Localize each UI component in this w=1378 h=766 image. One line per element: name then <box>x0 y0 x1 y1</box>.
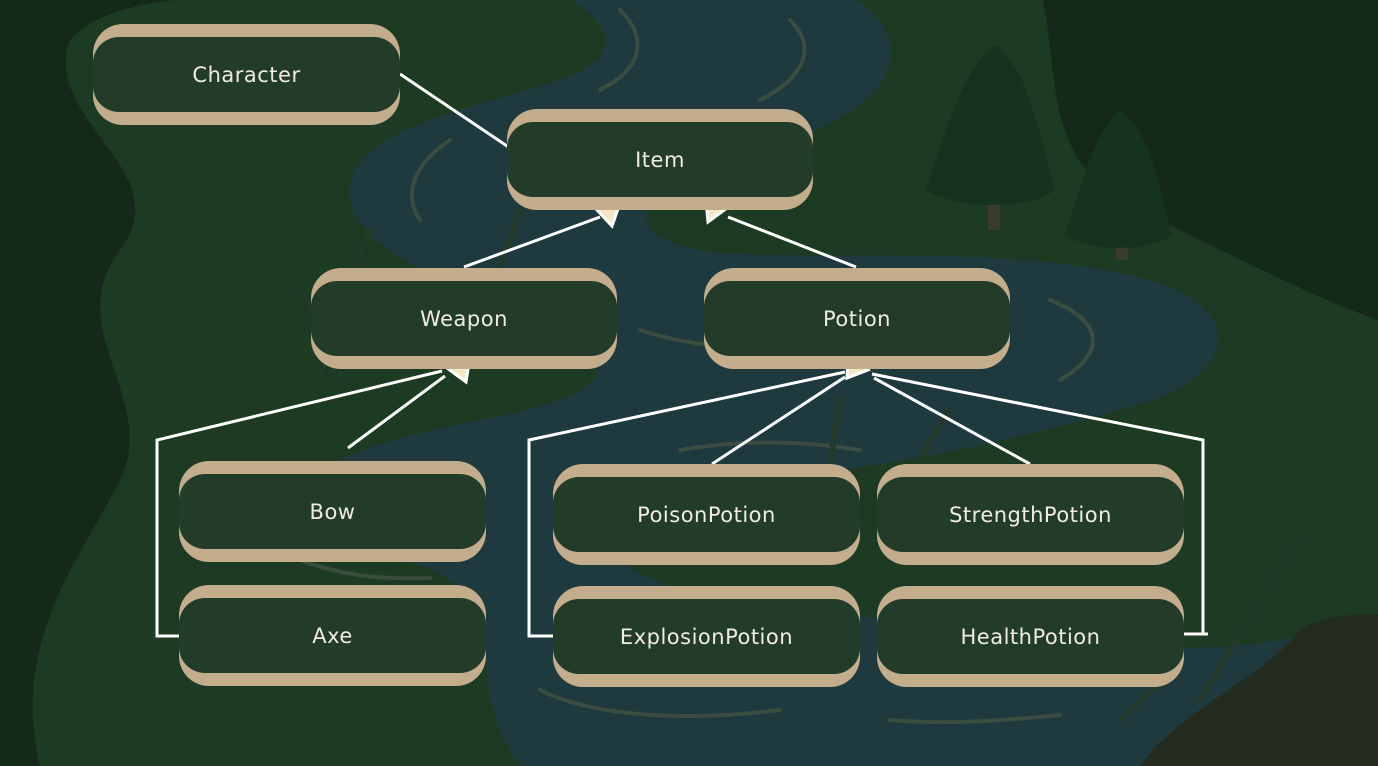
class-box-face: Item <box>507 122 813 197</box>
hill-bottom-right <box>1140 614 1378 766</box>
edge-character-item <box>399 72 511 150</box>
class-box-poisonpotion[interactable]: PoisonPotion <box>553 464 860 565</box>
class-label-healthpotion: HealthPotion <box>960 624 1101 649</box>
class-label-poisonpotion: PoisonPotion <box>637 502 776 527</box>
class-label-bow: Bow <box>309 499 356 524</box>
class-box-face: Character <box>93 37 400 112</box>
class-box-face: PoisonPotion <box>553 477 860 552</box>
class-box-weapon[interactable]: Weapon <box>311 268 617 369</box>
class-box-face: HealthPotion <box>877 599 1184 674</box>
class-label-weapon: Weapon <box>420 306 508 331</box>
edge-weapon-item <box>463 215 601 269</box>
class-label-potion: Potion <box>823 306 891 331</box>
edge-healthpotion-potion <box>871 372 1208 636</box>
edge-strengthpotion-potion <box>873 376 1031 466</box>
class-box-healthpotion[interactable]: HealthPotion <box>877 586 1184 687</box>
class-label-item: Item <box>635 147 685 172</box>
class-label-axe: Axe <box>312 623 353 648</box>
class-box-face: Bow <box>179 474 486 549</box>
edge-bow-weapon <box>347 374 446 450</box>
class-box-explosionpotion[interactable]: ExplosionPotion <box>553 586 860 687</box>
edge-potion-item <box>727 215 857 269</box>
class-box-face: ExplosionPotion <box>553 599 860 674</box>
class-label-explosionpotion: ExplosionPotion <box>619 624 794 649</box>
class-box-strengthpotion[interactable]: StrengthPotion <box>877 464 1184 565</box>
edge-explosionpotion-potion <box>527 370 846 638</box>
class-box-bow[interactable]: Bow <box>179 461 486 562</box>
class-box-character[interactable]: Character <box>93 24 400 125</box>
class-box-face: Axe <box>179 598 486 673</box>
class-label-strengthpotion: StrengthPotion <box>949 502 1112 527</box>
class-box-face: StrengthPotion <box>877 477 1184 552</box>
class-box-axe[interactable]: Axe <box>179 585 486 686</box>
tree-left <box>925 45 1055 230</box>
class-box-potion[interactable]: Potion <box>704 268 1010 369</box>
class-box-item[interactable]: Item <box>507 109 813 210</box>
class-box-face: Weapon <box>311 281 617 356</box>
class-box-face: Potion <box>704 281 1010 356</box>
class-label-character: Character <box>192 62 301 87</box>
tree-right <box>1065 110 1172 260</box>
edge-axe-weapon <box>155 369 443 638</box>
edge-poisonpotion-potion <box>711 375 846 466</box>
